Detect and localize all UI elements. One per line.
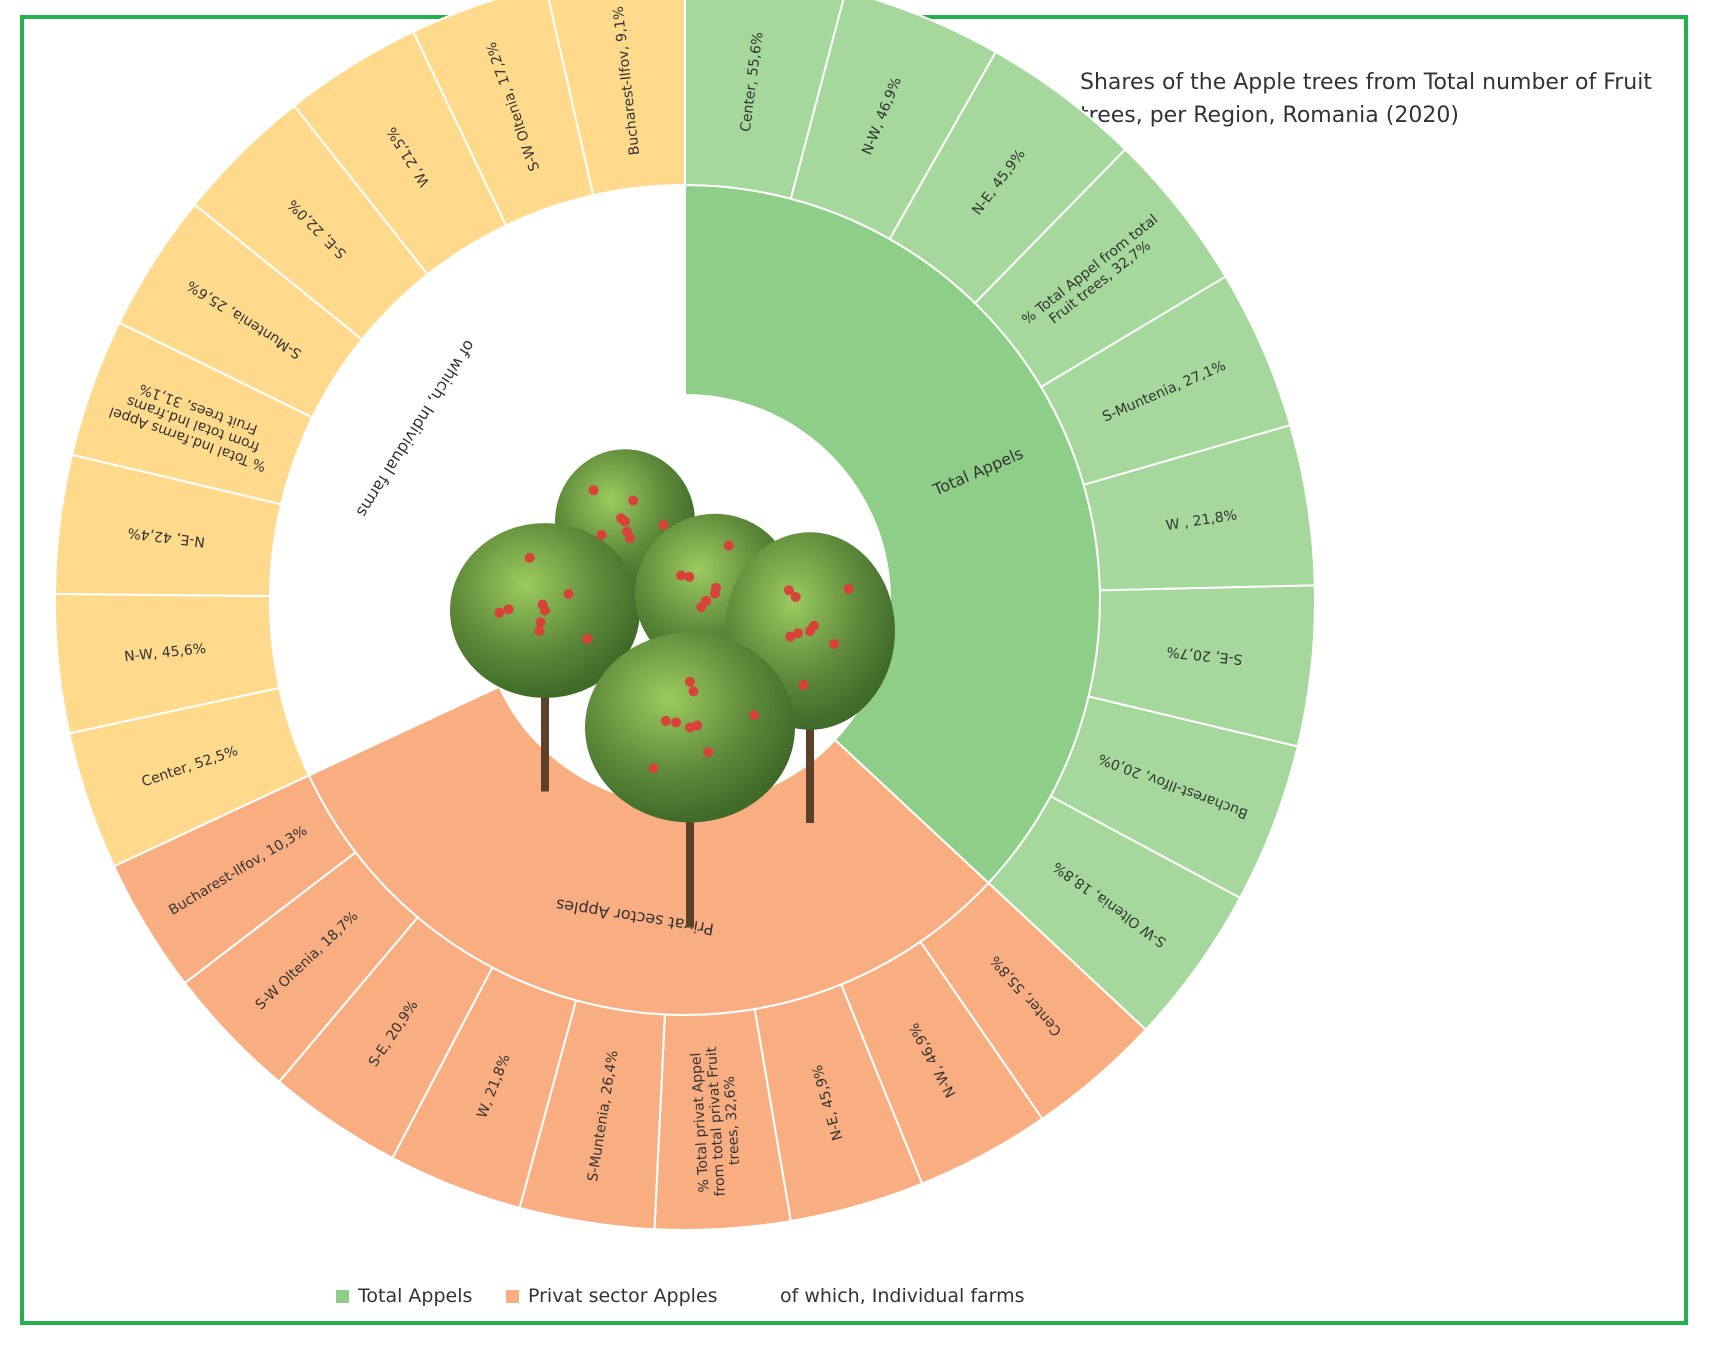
legend-item-individual-farms: of which, Individual farms — [758, 1285, 1025, 1307]
slice-of-which-individual-farms-bucharest-ilfov — [547, 0, 686, 197]
legend-item-privat-sector-apples: Privat sector Apples — [506, 1285, 718, 1307]
apple-tree-icon — [585, 632, 795, 928]
legend-item-total-appels: Total Appels — [336, 1285, 472, 1307]
legend-swatch-total-appels — [336, 1289, 349, 1303]
apple-trees-icon — [450, 449, 895, 928]
chart-title: Shares of the Apple trees from Total num… — [1080, 70, 1652, 128]
legend-label-individual-farms: of which, Individual farms — [780, 1285, 1025, 1307]
apple-tree-icon — [450, 523, 640, 792]
inner-ring — [269, 183, 1101, 1016]
legend-swatch-individual-farms — [758, 1289, 771, 1303]
slice-label-total-appels-s-e: S-E, 20,7% — [1166, 643, 1243, 667]
legend-swatch-privat-sector-apples — [506, 1289, 519, 1303]
legend-label-privat-sector-apples: Privat sector Apples — [528, 1285, 718, 1307]
legend: Total Appels Privat sector Apples of whi… — [0, 1285, 1709, 1311]
legend-label-total-appels: Total Appels — [358, 1285, 473, 1307]
outer-ring — [54, 0, 1316, 1231]
